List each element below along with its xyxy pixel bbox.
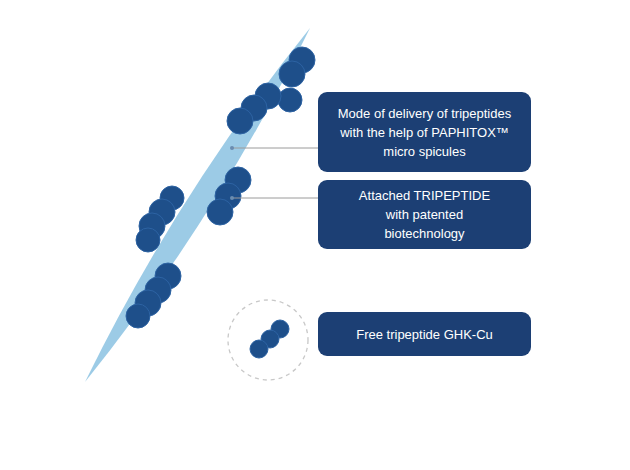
micro-spicule [85, 28, 310, 382]
label-box: Attached TRIPEPTIDE with patented biotec… [318, 180, 531, 249]
box-text: Free tripeptide GHK-Cu [356, 325, 493, 344]
free-tripeptide [250, 320, 289, 358]
leader-lines [232, 148, 318, 198]
label-box: Free tripeptide GHK-Cu [318, 312, 531, 356]
leader-dot [230, 146, 234, 150]
tripeptide-cluster [126, 47, 315, 328]
leader-dot [230, 196, 234, 200]
box-text: Mode of delivery of tripeptides with the… [334, 104, 515, 161]
free-peptide-ring [228, 300, 308, 380]
label-box: Mode of delivery of tripeptides with the… [318, 92, 531, 172]
box-text: Attached TRIPEPTIDE with patented biotec… [348, 186, 501, 243]
